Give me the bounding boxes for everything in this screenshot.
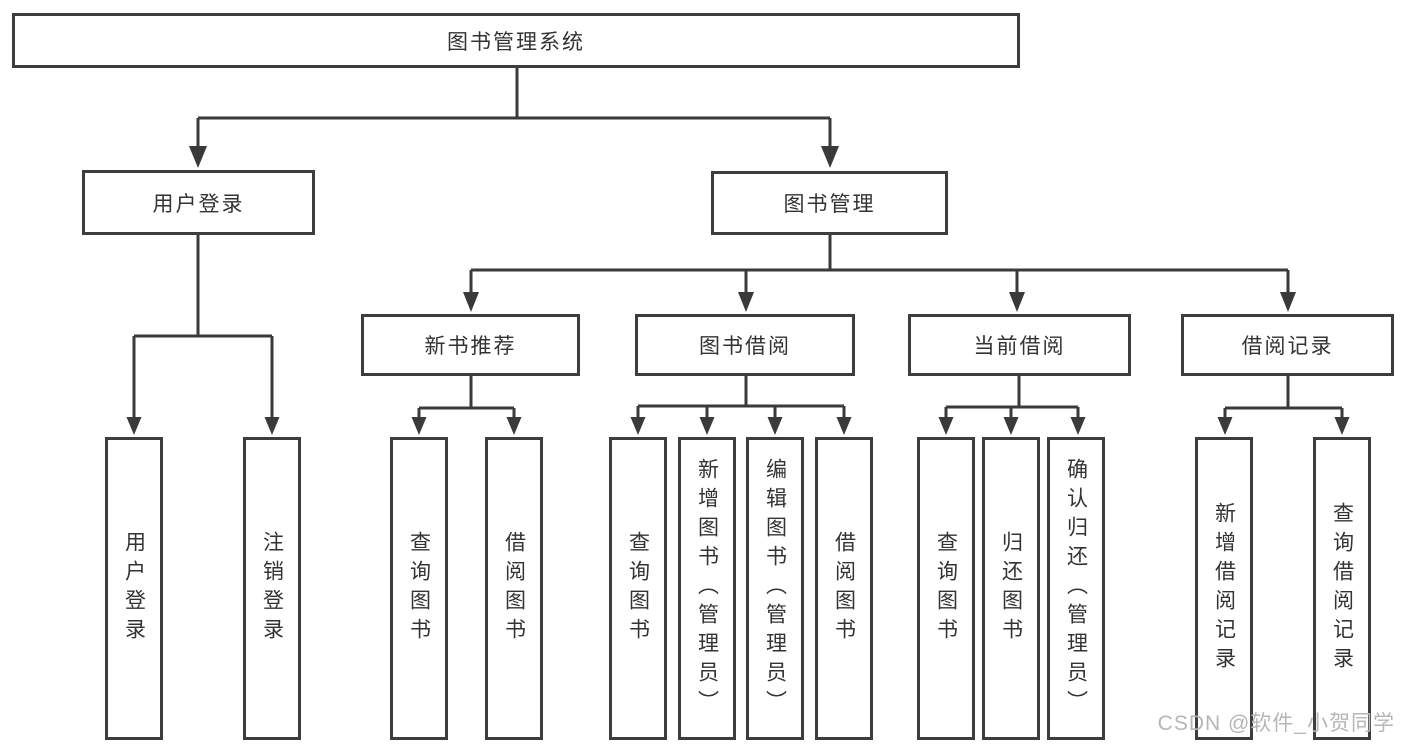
node-label: 当前借阅	[973, 335, 1066, 358]
node-label: 用户登录	[152, 192, 245, 216]
node-label: 编辑图书（管理员）	[763, 458, 787, 719]
node-label: 注销登录	[260, 530, 284, 647]
arrow-icon	[738, 292, 754, 312]
node-label: 新书推荐	[424, 335, 517, 358]
arrow-icon	[938, 417, 954, 435]
arrowheads	[126, 146, 1350, 435]
leaf-newbook-query-books: 查询图书	[390, 437, 448, 740]
node-book-borrowing: 图书借阅	[635, 314, 855, 376]
arrow-icon	[1070, 417, 1086, 435]
node-label: 新增图书（管理员）	[695, 458, 719, 719]
node-label: 查询借阅记录	[1330, 501, 1354, 676]
leaf-borrowing-edit-books-admin: 编辑图书（管理员）	[746, 437, 804, 740]
arrow-icon	[189, 146, 207, 168]
arrow-icon	[506, 417, 522, 435]
node-label: 借阅图书	[832, 530, 856, 647]
arrow-icon	[836, 417, 852, 435]
node-current-borrowing: 当前借阅	[908, 314, 1131, 376]
arrow-icon	[767, 417, 783, 435]
arrow-icon	[411, 417, 427, 435]
leaf-records-query-record: 查询借阅记录	[1313, 437, 1371, 740]
arrow-icon	[1280, 292, 1296, 312]
node-label: 图书借阅	[699, 335, 791, 358]
node-root-system: 图书管理系统	[12, 13, 1020, 68]
node-label: 归还图书	[999, 530, 1023, 647]
node-label: 查询图书	[626, 530, 650, 647]
node-user-login: 用户登录	[82, 170, 315, 235]
connector-lines	[132, 68, 1344, 418]
node-label: 借阅记录	[1241, 335, 1334, 358]
leaf-current-confirm-return-admin: 确认归还（管理员）	[1047, 437, 1105, 740]
node-label: 借阅图书	[502, 530, 526, 647]
node-label: 确认归还（管理员）	[1064, 458, 1088, 719]
node-label: 图书管理	[783, 193, 876, 216]
node-borrow-records: 借阅记录	[1181, 314, 1394, 376]
leaf-borrowing-query-books: 查询图书	[609, 437, 667, 740]
arrow-icon	[630, 417, 646, 435]
node-new-book-recommend: 新书推荐	[361, 314, 580, 376]
node-label: 新增借阅记录	[1212, 501, 1236, 676]
arrow-icon	[821, 146, 839, 168]
arrow-icon	[126, 417, 142, 435]
arrow-icon	[699, 417, 715, 435]
leaf-borrowing-add-books-admin: 新增图书（管理员）	[678, 437, 736, 740]
node-label: 图书管理系统	[447, 30, 585, 54]
arrow-icon	[1003, 417, 1019, 435]
node-book-management: 图书管理	[711, 171, 948, 235]
arrow-icon	[1009, 292, 1025, 312]
leaf-logout: 注销登录	[243, 437, 301, 740]
arrow-icon	[264, 417, 280, 435]
leaf-current-return-books: 归还图书	[982, 437, 1040, 740]
leaf-borrowing-borrow-books: 借阅图书	[815, 437, 873, 740]
node-label: 查询图书	[407, 530, 431, 647]
arrow-icon	[1334, 417, 1350, 435]
leaf-records-add-record: 新增借阅记录	[1195, 437, 1253, 740]
node-label: 查询图书	[934, 530, 958, 647]
leaf-current-query-books: 查询图书	[917, 437, 975, 740]
arrow-icon	[1217, 417, 1233, 435]
arrow-icon	[463, 292, 479, 312]
watermark: CSDN @软件_小贺同学	[1157, 712, 1395, 735]
leaf-newbook-borrow-books: 借阅图书	[485, 437, 543, 740]
leaf-user-login: 用户登录	[105, 437, 163, 740]
node-label: 用户登录	[122, 530, 146, 647]
